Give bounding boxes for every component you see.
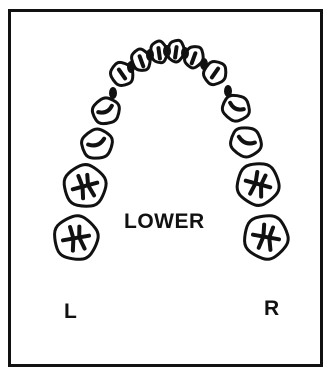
contact-mark <box>163 45 171 57</box>
contact-mark <box>146 49 154 61</box>
contact-mark <box>127 61 135 73</box>
side-label-left: L <box>64 301 77 322</box>
incisor-ridge <box>158 48 159 58</box>
contact-mark <box>224 85 232 97</box>
jaw-label: LOWER <box>124 211 205 232</box>
contact-mark <box>109 87 117 99</box>
contact-mark <box>200 58 208 70</box>
tooth-fissure-front-3 <box>175 47 176 57</box>
contact-mark <box>181 47 189 59</box>
incisor-ridge <box>175 47 176 57</box>
side-label-right: R <box>264 298 279 319</box>
tooth-fissure-front-2 <box>158 48 159 58</box>
